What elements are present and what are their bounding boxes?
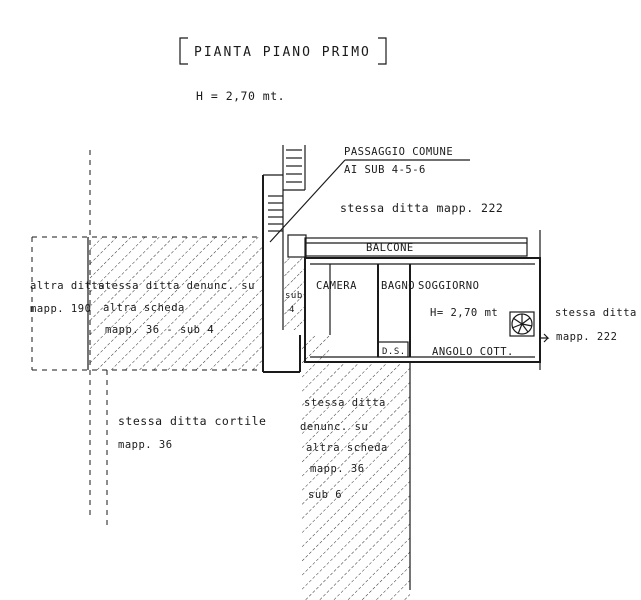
page-title: PIANTA PIANO PRIMO (194, 45, 371, 60)
passaggio-comune-label: PASSAGGIO COMUNE (344, 146, 453, 158)
right-ditta-label: stessa ditta (555, 307, 637, 319)
camera-label: CAMERA (316, 280, 357, 292)
altra-ditta-label: altra ditta (30, 280, 105, 292)
title-block: PIANTA PIANO PRIMO H = 2,70 mt. (179, 37, 387, 103)
right-ditta-mapp: mapp. 222 (556, 331, 617, 343)
title-bracket-left (179, 37, 188, 65)
bagno-label: BAGNO (381, 280, 415, 292)
left-block-line-3: mapp. 36 - sub 4 (105, 324, 214, 336)
side-sub-number: 4 (289, 305, 295, 315)
stair-treads (268, 149, 302, 232)
spiral-stair (509, 311, 550, 343)
passaggio-leader-line (269, 159, 346, 243)
lower-line-4: mapp. 36 (310, 463, 365, 475)
altra-ditta-mapp: mapp. 190 (30, 303, 91, 315)
lower-line-2: denunc. su (300, 421, 368, 433)
side-strip-hatched (283, 257, 305, 330)
stessa-ditta-top-label: stessa ditta mapp. 222 (340, 201, 503, 215)
stair-arrow-icon (540, 333, 550, 343)
ds-label: D.S. (382, 347, 406, 357)
lower-line-5: sub 6 (308, 489, 342, 501)
passaggio-sub-label: AI SUB 4-5-6 (344, 164, 426, 176)
balcony-label: BALCONE (366, 242, 414, 254)
title-bracket-right (378, 37, 387, 65)
height-note: H = 2,70 mt. (196, 89, 285, 103)
cortile-label: stessa ditta cortile (118, 414, 266, 428)
side-sub-label: sub (285, 291, 303, 301)
lower-hatched-area (302, 335, 410, 600)
apartment-outline (304, 257, 541, 363)
landing-box (287, 234, 307, 258)
passage-step-lines (263, 174, 305, 191)
stair-passage (262, 145, 307, 373)
apartment-walls (304, 257, 541, 363)
balcony: BALCONE (304, 237, 528, 257)
left-block-line-2: altra scheda (103, 302, 185, 314)
spiral-stair-box (509, 311, 535, 337)
room-height-label: H= 2,70 mt (430, 307, 498, 319)
balcony-outline (304, 237, 528, 257)
lower-line-1: stessa ditta (304, 397, 386, 409)
lower-line-3: altra scheda (306, 442, 388, 454)
cortile-mapp: mapp. 36 (118, 439, 173, 451)
soggiorno-label: SOGGIORNO (418, 280, 479, 292)
left-block-line-1: stessa ditta denunc. su (98, 280, 255, 292)
angolo-cottura-label: ANGOLO COTT. (432, 346, 514, 358)
left-hatched-area (88, 237, 263, 370)
